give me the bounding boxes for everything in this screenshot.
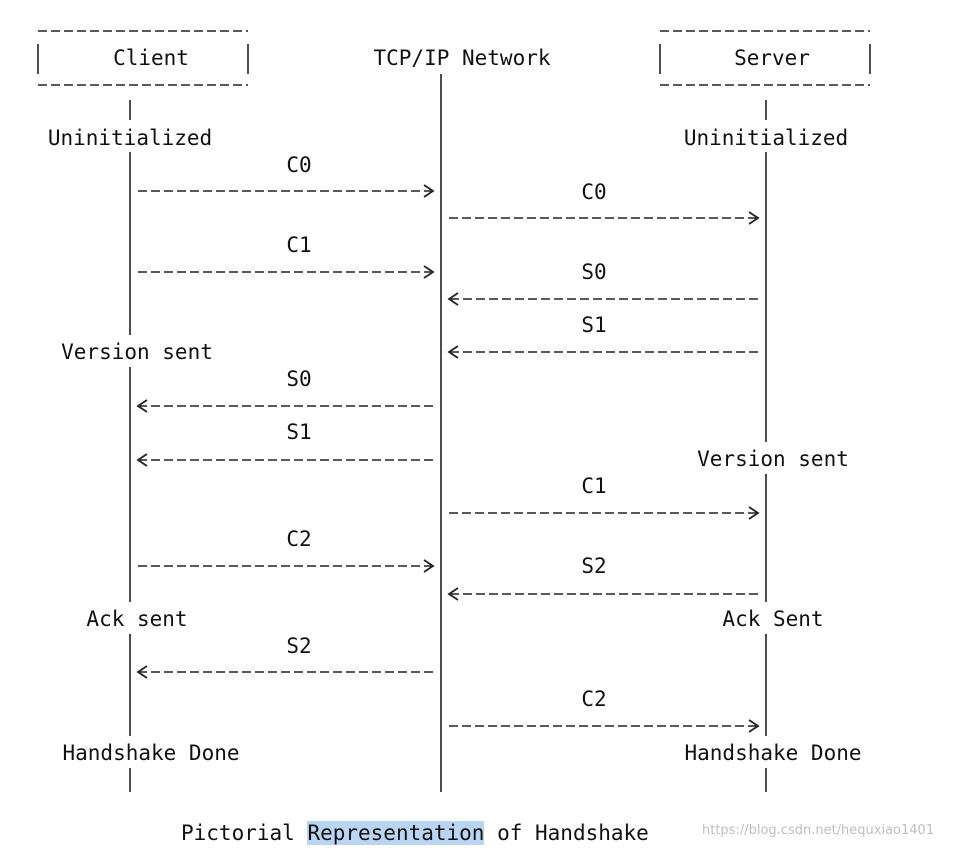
- arrow-head: [748, 211, 760, 225]
- arrow-head: [447, 345, 459, 359]
- message-label: S1: [581, 313, 607, 337]
- arrow-head: [748, 719, 760, 733]
- message-label: C0: [286, 153, 312, 177]
- arrow-head: [447, 587, 459, 601]
- server-state-uninitialized: Uninitialized: [683, 126, 849, 150]
- caption-prefix: Pictorial: [181, 821, 308, 845]
- message-label: C0: [581, 180, 607, 204]
- arrow-head: [136, 665, 148, 679]
- server-state-version-sent: Version sent: [697, 447, 849, 471]
- caption-suffix: of Handshake: [484, 821, 649, 845]
- arrow-head: [447, 292, 459, 306]
- client-state-version-sent: Version sent: [61, 340, 213, 364]
- message-label: S2: [581, 554, 607, 578]
- arrow-head: [423, 559, 435, 573]
- arrow-head: [136, 453, 148, 467]
- client-label: Client: [113, 46, 189, 70]
- message-label: C2: [581, 687, 607, 711]
- message-label: S0: [286, 367, 312, 391]
- watermark: https://blog.csdn.net/hequxiao1401: [702, 823, 935, 838]
- server-state-handshake-done: Handshake Done: [684, 741, 862, 765]
- message-label: C2: [286, 527, 312, 551]
- arrow-head: [136, 399, 148, 413]
- message-label: C1: [581, 474, 607, 498]
- message-label: S1: [286, 420, 312, 444]
- client-state-handshake-done: Handshake Done: [62, 741, 240, 765]
- arrow-head: [423, 184, 435, 198]
- arrow-head: [748, 506, 760, 520]
- arrow-head: [423, 265, 435, 279]
- server-state-ack-sent: Ack Sent: [722, 607, 824, 631]
- message-label: S2: [286, 634, 312, 658]
- network-label: TCP/IP Network: [373, 46, 551, 70]
- server-label: Server: [734, 46, 810, 70]
- message-label: S0: [581, 260, 607, 284]
- caption-highlight: Representation: [307, 821, 485, 845]
- client-state-uninitialized: Uninitialized: [47, 126, 213, 150]
- message-label: C1: [286, 233, 312, 257]
- figure-caption: Pictorial Representation of Handshake: [181, 821, 649, 845]
- client-state-ack-sent: Ack sent: [86, 607, 188, 631]
